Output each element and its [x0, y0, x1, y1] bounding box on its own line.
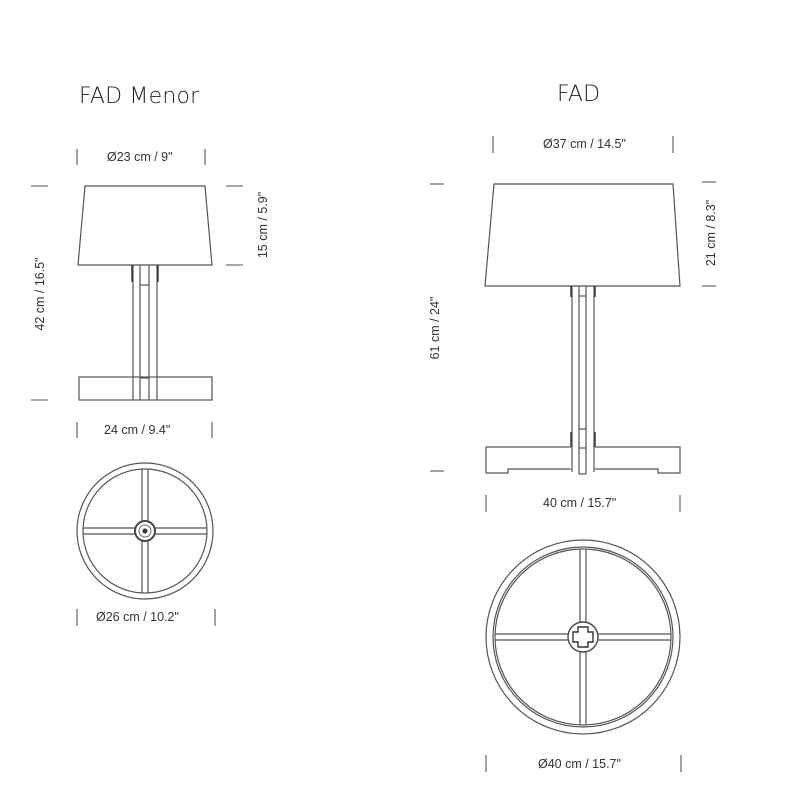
- fad-menor-base-diameter: Ø26 cm / 10.2": [96, 610, 179, 624]
- fad-title: FAD: [557, 82, 601, 107]
- fad-base-left: [485, 446, 571, 474]
- fad-menor-base-width: 24 cm / 9.4": [104, 423, 171, 437]
- fad-menor-title: FAD Menor: [79, 84, 200, 109]
- fad-menor-base: [78, 376, 213, 401]
- fad-menor-side-view: [31, 149, 243, 438]
- fad-total-height: 61 cm / 24": [428, 296, 442, 360]
- fad-menor-top-view: [76, 462, 216, 626]
- fad-shade-height: 21 cm / 8.3": [704, 199, 718, 267]
- fad-shade-diameter: Ø37 cm / 14.5": [543, 137, 626, 151]
- fad-menor-shade-height: 15 cm / 5.9": [256, 191, 270, 259]
- fad-side-view: [430, 136, 716, 512]
- fad-base-diameter: Ø40 cm / 15.7": [538, 757, 621, 771]
- fad-menor-shade: [77, 185, 213, 266]
- fad-top-view: [485, 539, 682, 772]
- fad-menor-total-height: 42 cm / 16.5": [33, 257, 47, 331]
- fad-menor-shade-diameter: Ø23 cm / 9": [107, 150, 173, 164]
- fad-base-width: 40 cm / 15.7": [543, 496, 617, 510]
- fad-base-right: [595, 446, 681, 474]
- fad-shade: [484, 183, 681, 287]
